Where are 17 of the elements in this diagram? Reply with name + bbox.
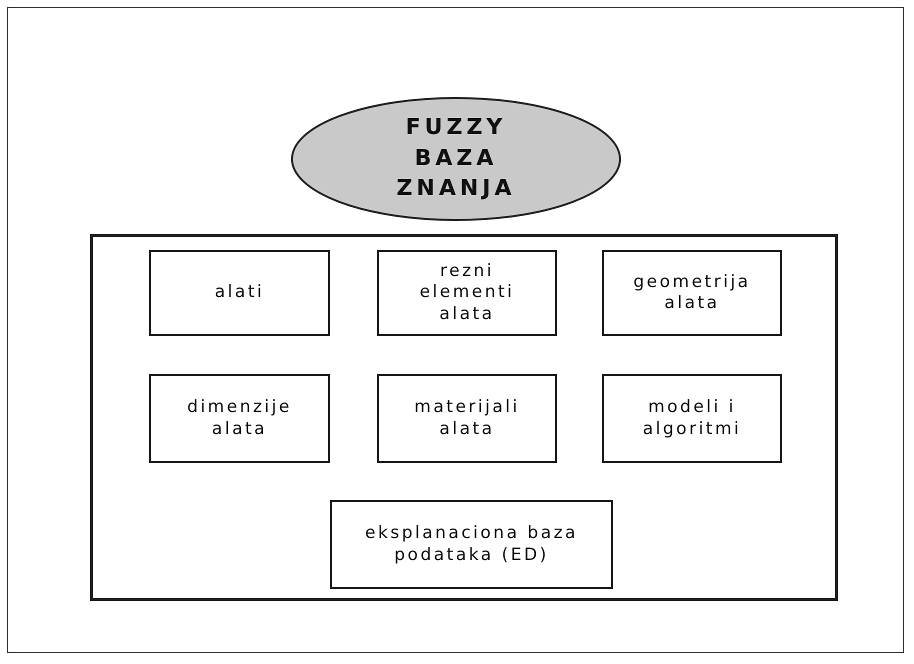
ellipse-node [290,96,622,222]
container-box [90,234,838,601]
topic-box [377,250,557,336]
box-label: materijali alata [413,397,521,440]
box-label: eksplanaciona baza podataka (ED) [364,523,579,566]
topic-box [602,374,782,463]
topic-box [149,374,330,463]
box-label: modeli i algoritmi [642,397,742,440]
topic-box [330,500,613,589]
box-label: geometrija alata [632,272,752,314]
box-label: FUZZY BAZA ZNANJA [395,114,516,204]
topic-box [377,374,557,463]
box-label: dimenzije alata [186,397,293,440]
topic-box [602,250,782,336]
box-label: alati [214,282,264,304]
topic-box [149,250,330,336]
box-label: rezni elementi alata [418,261,516,325]
